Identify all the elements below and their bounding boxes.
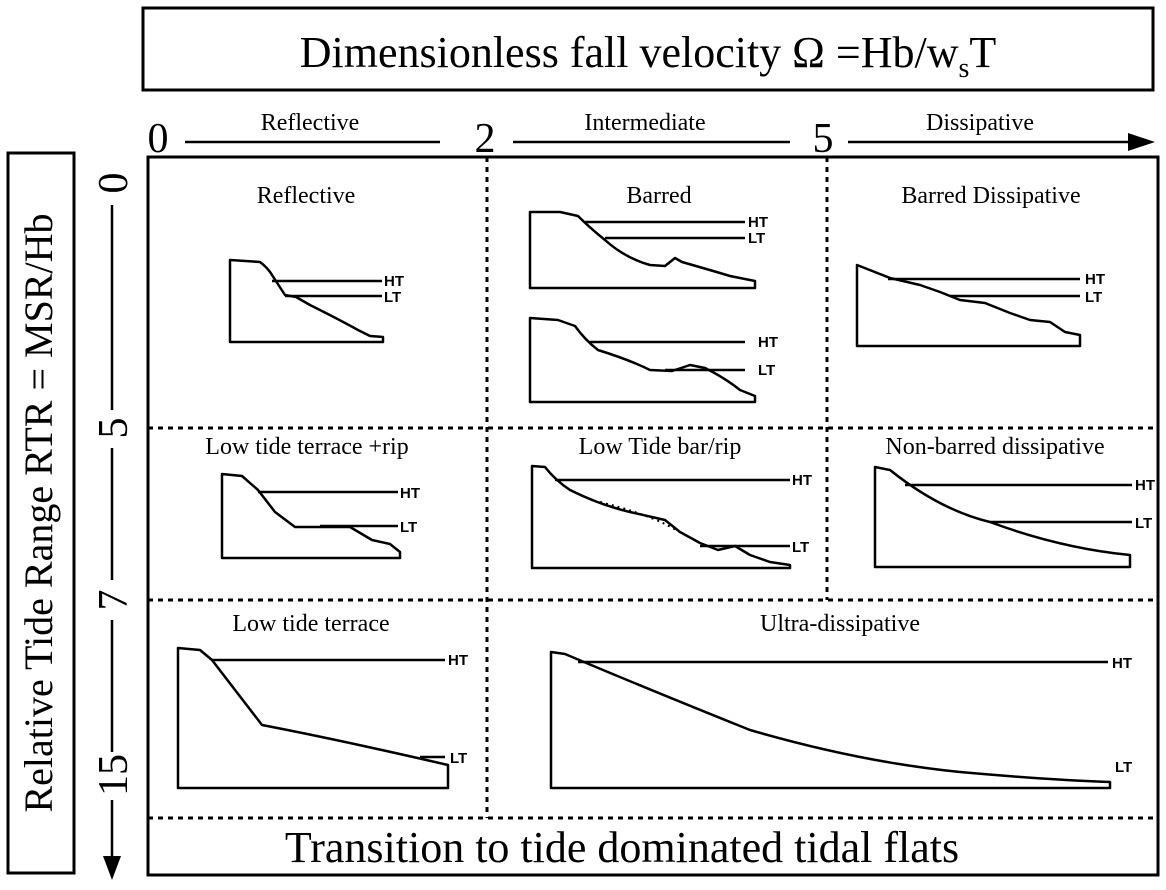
cell-title-non-barred-dissipative: Non-barred dissipative [885,434,1104,460]
cell-title-low-tide-terrace: Low tide terrace [232,611,389,637]
label-lt: LT [748,230,765,247]
y-tick-15: 15 [91,754,137,796]
x-axis: 0 Reflective 2 Intermediate 5 Dissipativ… [148,110,1155,162]
label-ht: HT [1135,477,1155,494]
y-tick-7: 7 [91,590,137,611]
label-lt: LT [450,750,467,767]
y-axis-label-box [6,151,76,875]
cell-title-ultra-dissipative: Ultra-dissipative [760,611,920,637]
y-axis-label: Relative Tide Range RTR = MSR/Hb [16,213,61,812]
x-tick-0: 0 [148,116,169,162]
grid-lines [148,157,1158,820]
diagram-title: Dimensionless fall velocity Ω =Hb/wsT [300,28,997,84]
label-ht: HT [1085,271,1105,288]
label-lt: LT [792,539,809,556]
profile-low-tide-terrace: HT LT [176,646,468,790]
label-lt: LT [1085,289,1102,306]
label-ht: HT [400,485,420,502]
profile-reflective: HT LT [228,258,404,344]
label-ht: HT [448,652,468,669]
label-lt: LT [1115,759,1132,776]
footer-text: Transition to tide dominated tidal flats [285,823,959,872]
label-ht: HT [748,214,768,231]
y-axis: 0 5 7 15 [91,173,137,880]
label-lt: LT [384,289,401,306]
cell-title-barred: Barred [626,183,691,209]
cell-title-barred-dissipative: Barred Dissipative [901,183,1080,209]
x-segment-dissipative: Dissipative [926,110,1034,136]
profile-barred-upper: HT LT [528,210,768,290]
label-lt: LT [400,519,417,536]
cell-title-low-tide-bar-rip: Low Tide bar/rip [579,434,742,460]
x-tick-5: 5 [813,116,834,162]
title-box [141,6,1155,92]
label-ht: HT [758,334,778,351]
profile-ltt-rip: HT LT [220,472,420,560]
y-tick-0: 0 [91,173,137,194]
label-ht: HT [384,273,404,290]
x-segment-intermediate: Intermediate [584,110,705,136]
label-lt: LT [1135,515,1152,532]
profile-non-barred-dissipative: HT LT [873,465,1155,569]
x-segment-reflective: Reflective [261,110,360,136]
profile-ultra-dissipative: HT LT [549,650,1132,790]
cell-title-reflective: Reflective [257,183,356,209]
x-tick-2: 2 [475,116,496,162]
label-ht: HT [792,472,812,489]
profile-barred-lower: HT LT [528,316,778,404]
profile-barred-dissipative: HT LT [855,263,1105,348]
cell-title-ltt-rip: Low tide terrace +rip [205,434,408,460]
y-tick-5: 5 [91,418,137,439]
label-ht: HT [1112,655,1132,672]
diagram-frame [146,155,1160,877]
profile-low-tide-bar-rip: HT LT [530,464,812,570]
label-lt: LT [758,362,775,379]
